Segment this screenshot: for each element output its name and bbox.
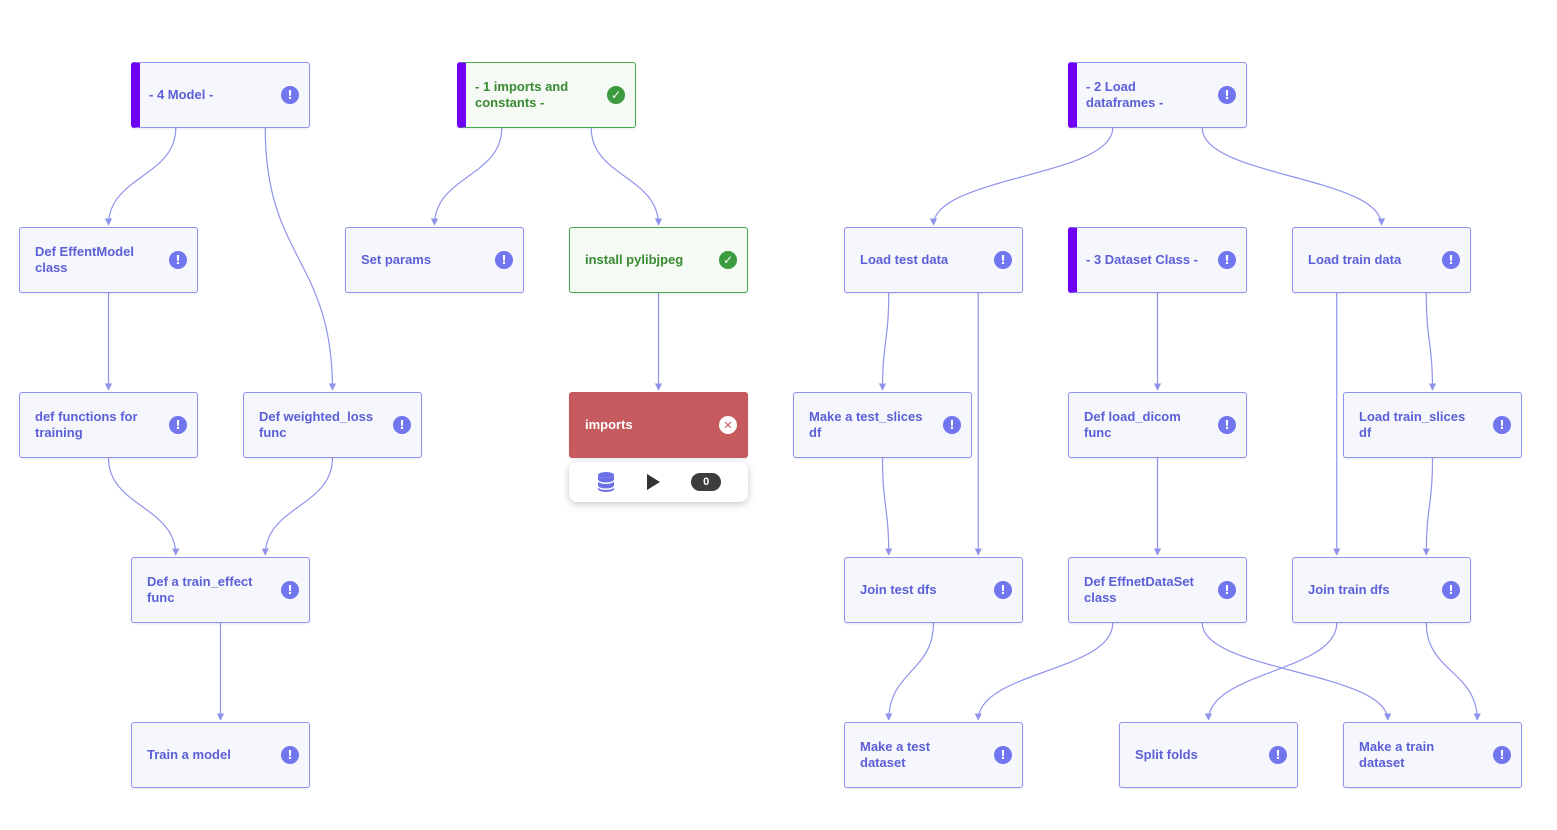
node-load-train-data[interactable]: Load train data ! bbox=[1292, 227, 1471, 293]
node-label: Def a train_effect func bbox=[147, 573, 253, 606]
warning-icon[interactable]: ! bbox=[393, 416, 411, 434]
node-model-section[interactable]: - 4 Model - ! bbox=[131, 62, 310, 128]
warning-icon[interactable]: ! bbox=[169, 251, 187, 269]
warning-icon[interactable]: ! bbox=[281, 746, 299, 764]
node-label: Train a model bbox=[147, 746, 231, 762]
node-train-slices[interactable]: Load train_slices df ! bbox=[1343, 392, 1522, 458]
warning-icon[interactable]: ! bbox=[1218, 581, 1236, 599]
warning-icon[interactable]: ! bbox=[281, 581, 299, 599]
node-dataset-class-section[interactable]: - 3 Dataset Class - ! bbox=[1068, 227, 1247, 293]
node-label: Def EffnetDataSet class bbox=[1084, 573, 1194, 606]
node-weighted-loss[interactable]: Def weighted_loss func ! bbox=[243, 392, 422, 458]
edge-imports_constants-to-set_params bbox=[430, 127, 503, 226]
node-load-dataframes-section[interactable]: - 2 Load dataframes - ! bbox=[1068, 62, 1247, 128]
node-test-dataset[interactable]: Make a test dataset ! bbox=[844, 722, 1023, 788]
node-train-dataset[interactable]: Make a train dataset ! bbox=[1343, 722, 1522, 788]
edge-model-to-weighted_loss bbox=[264, 127, 337, 391]
node-effent-model[interactable]: Def EffentModel class ! bbox=[19, 227, 198, 293]
edge-train_slices-to-join_train bbox=[1422, 457, 1434, 556]
play-icon[interactable] bbox=[645, 473, 661, 491]
node-join-test[interactable]: Join test dfs ! bbox=[844, 557, 1023, 623]
edge-imports_constants-to-install_pylibjpeg bbox=[590, 127, 663, 226]
node-label: - 4 Model - bbox=[149, 86, 214, 102]
edge-effnet_dataset-to-train_dataset bbox=[1201, 622, 1392, 721]
node-functions-training[interactable]: def functions for training ! bbox=[19, 392, 198, 458]
node-train-effect[interactable]: Def a train_effect func ! bbox=[131, 557, 310, 623]
edge-weighted_loss-to-train_effect bbox=[261, 457, 334, 556]
node-train-model[interactable]: Train a model ! bbox=[131, 722, 310, 788]
edge-load_train_data-to-train_slices bbox=[1425, 292, 1437, 391]
run-counter-badge: 0 bbox=[691, 473, 722, 491]
node-label: install pylibjpeg bbox=[585, 251, 684, 267]
close-icon[interactable]: ✕ bbox=[719, 416, 737, 434]
node-label: - 3 Dataset Class - bbox=[1086, 251, 1198, 267]
node-label: Load train_slices df bbox=[1359, 408, 1466, 441]
node-label: Load train data bbox=[1308, 251, 1402, 267]
warning-icon[interactable]: ! bbox=[1493, 416, 1511, 434]
warning-icon[interactable]: ! bbox=[994, 746, 1012, 764]
warning-icon[interactable]: ! bbox=[1218, 416, 1236, 434]
check-icon[interactable]: ✓ bbox=[607, 86, 625, 104]
warning-icon[interactable]: ! bbox=[943, 416, 961, 434]
node-label: Def weighted_loss func bbox=[259, 408, 374, 441]
warning-icon[interactable]: ! bbox=[1442, 581, 1460, 599]
warning-icon[interactable]: ! bbox=[1493, 746, 1511, 764]
node-install-pylibjpeg[interactable]: install pylibjpeg ✓ bbox=[569, 227, 748, 293]
node-join-train[interactable]: Join train dfs ! bbox=[1292, 557, 1471, 623]
node-label: - 2 Load dataframes - bbox=[1086, 78, 1164, 111]
warning-icon[interactable]: ! bbox=[1218, 86, 1236, 104]
edge-join_test-to-test_dataset bbox=[885, 622, 935, 721]
node-label: Split folds bbox=[1135, 746, 1198, 762]
warning-icon[interactable]: ! bbox=[1218, 251, 1236, 269]
edge-test_slices-to-join_test bbox=[881, 457, 893, 556]
edge-join_train-to-train_dataset bbox=[1425, 622, 1481, 721]
edge-join_train-to-split_folds bbox=[1204, 622, 1338, 721]
edge-effnet_dataset-to-test_dataset bbox=[974, 622, 1114, 721]
edge-load_test_data-to-test_slices bbox=[878, 292, 890, 391]
node-imports[interactable]: imports ✕ bbox=[569, 392, 748, 458]
node-label: Make a test_slices df bbox=[809, 408, 923, 441]
node-label: Make a train dataset bbox=[1359, 738, 1435, 771]
edge-functions_training-to-train_effect bbox=[107, 457, 180, 556]
node-toolbar: 0 bbox=[569, 462, 748, 502]
node-label: Def load_dicom func bbox=[1084, 408, 1181, 441]
node-label: def functions for training bbox=[35, 408, 138, 441]
warning-icon[interactable]: ! bbox=[994, 251, 1012, 269]
node-test-slices[interactable]: Make a test_slices df ! bbox=[793, 392, 972, 458]
node-label: Make a test dataset bbox=[860, 738, 931, 771]
node-set-params[interactable]: Set params ! bbox=[345, 227, 524, 293]
node-imports-constants-section[interactable]: - 1 imports and constants - ✓ bbox=[457, 62, 636, 128]
node-load-dicom[interactable]: Def load_dicom func ! bbox=[1068, 392, 1247, 458]
warning-icon[interactable]: ! bbox=[495, 251, 513, 269]
edge-load_dataframes-to-load_test_data bbox=[929, 127, 1114, 226]
node-load-test-data[interactable]: Load test data ! bbox=[844, 227, 1023, 293]
node-label: - 1 imports and constants - bbox=[475, 78, 569, 111]
node-split-folds[interactable]: Split folds ! bbox=[1119, 722, 1298, 788]
node-label: imports bbox=[585, 416, 633, 432]
warning-icon[interactable]: ! bbox=[1442, 251, 1460, 269]
node-label: Join test dfs bbox=[860, 581, 937, 597]
warning-icon[interactable]: ! bbox=[994, 581, 1012, 599]
node-label: Join train dfs bbox=[1308, 581, 1390, 597]
check-icon[interactable]: ✓ bbox=[719, 251, 737, 269]
warning-icon[interactable]: ! bbox=[281, 86, 299, 104]
warning-icon[interactable]: ! bbox=[1269, 746, 1287, 764]
node-label: Def EffentModel class bbox=[35, 243, 134, 276]
warning-icon[interactable]: ! bbox=[169, 416, 187, 434]
database-icon[interactable] bbox=[596, 471, 616, 493]
edge-load_dataframes-to-load_train_data bbox=[1201, 127, 1386, 226]
node-label: Set params bbox=[361, 251, 432, 267]
node-label: Load test data bbox=[860, 251, 949, 267]
node-effnet-dataset[interactable]: Def EffnetDataSet class ! bbox=[1068, 557, 1247, 623]
edge-model-to-effent_model bbox=[104, 127, 177, 226]
